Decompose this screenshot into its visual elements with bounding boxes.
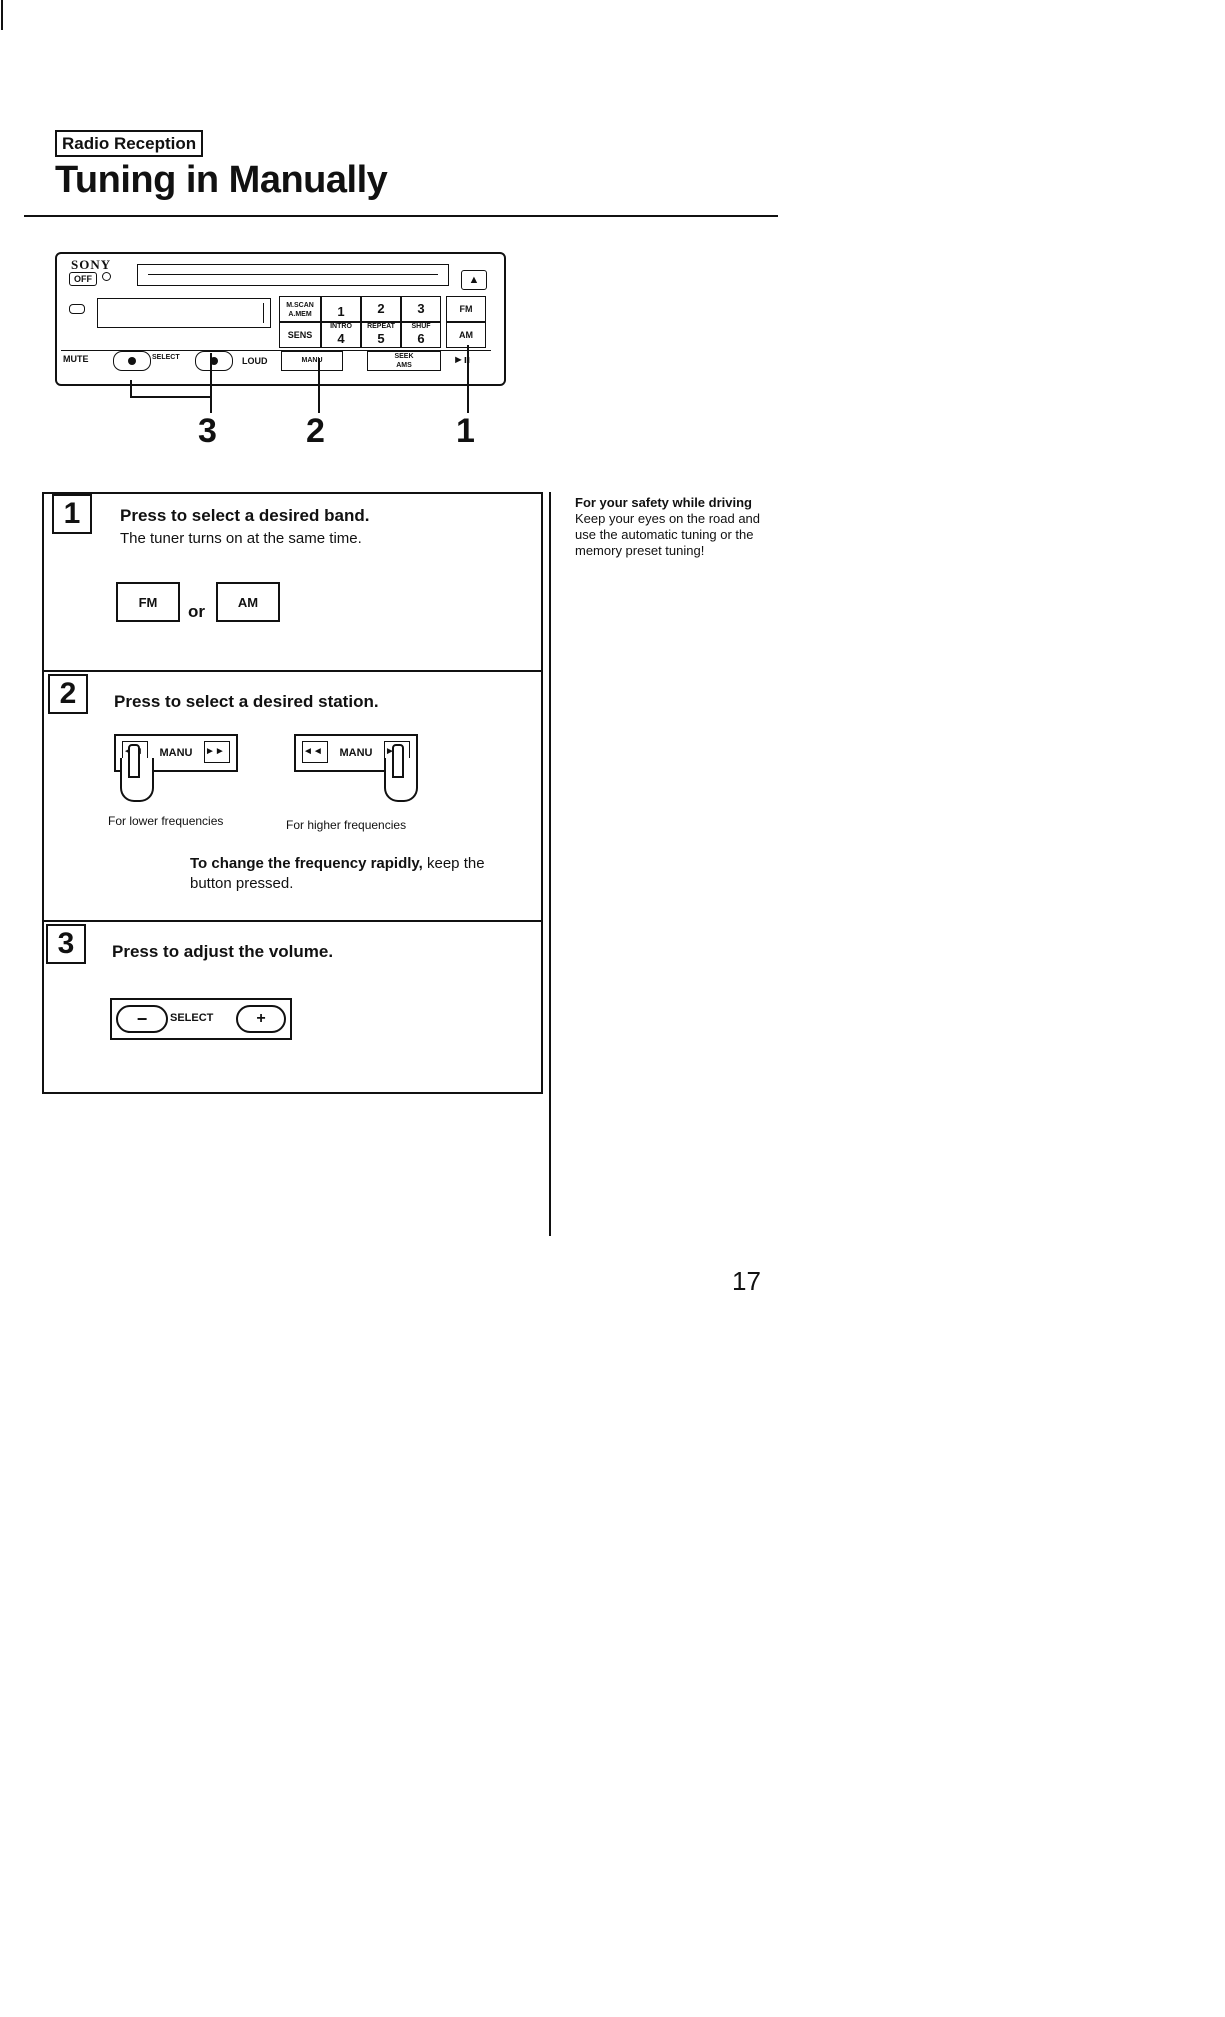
safety-note-text: Keep your eyes on the road and use the a… [575, 511, 761, 558]
mute-label: MUTE [63, 354, 89, 364]
section-tag: Radio Reception [55, 130, 204, 157]
volume-plus-icon: + [236, 1005, 286, 1033]
step-1-number: 1 [52, 494, 92, 534]
cassette-slot [137, 264, 449, 286]
loud-label: LOUD [242, 356, 268, 366]
step-divider [44, 670, 541, 672]
manu-label: MANU [159, 747, 193, 759]
car-stereo-illustration: SONY OFF ▲ M.SCAN A.MEM 1 2 3 FM SENS IN… [55, 252, 506, 386]
fm-key: FM [116, 582, 180, 622]
step-1-text: The tuner turns on at the same time. [120, 530, 362, 547]
callout-line-1 [467, 345, 469, 413]
preset-6-button: SHUF 6 [401, 322, 441, 348]
shuf-label: SHUF [411, 323, 431, 330]
steps-box: 1 Press to select a desired band. The tu… [42, 492, 543, 1094]
select-label: SELECT [152, 354, 180, 361]
control-row [61, 350, 491, 377]
am-key: AM [216, 582, 280, 622]
callout-number-2: 2 [306, 412, 325, 450]
knob-dot [210, 357, 218, 365]
caption-higher: For higher frequencies [286, 818, 407, 832]
callout-number-3: 3 [198, 412, 217, 450]
preset-1-button: 1 [321, 296, 361, 322]
callout-line-2 [318, 358, 320, 413]
or-word: or [188, 602, 205, 621]
fm-button: FM [446, 296, 486, 322]
am-button: AM [446, 322, 486, 348]
brand-logo: SONY [71, 257, 112, 272]
title-rule [24, 215, 778, 217]
manu-rocker: MANU [281, 351, 343, 371]
caption-lower: For lower frequencies [108, 814, 224, 828]
repeat-label: REPEAT [367, 323, 395, 330]
ams-label: AMS [396, 362, 412, 369]
step-2: 2 Press to select a desired station. ◄◄ … [44, 672, 541, 920]
callout-joiner-3 [130, 396, 212, 398]
volume-plus-knob [195, 351, 233, 371]
seek-back-icon: ◄◄ [302, 741, 328, 763]
preset-3-button: 3 [401, 296, 441, 322]
play-pause-icon: ►ıı [453, 354, 470, 366]
preset-2-button: 2 [361, 296, 401, 322]
tip-rest: keep the button pressed. [190, 855, 485, 892]
amem-label: A.MEM [288, 311, 312, 318]
mscan-amem-button: M.SCAN A.MEM [279, 296, 321, 322]
step-3: 3 Press to adjust the volume. − SELECT + [44, 922, 541, 1090]
page-title: Tuning in Manually [55, 159, 388, 201]
volume-minus-knob [113, 351, 151, 371]
display-window [97, 298, 271, 328]
safety-note-heading: For your safety while driving [575, 495, 752, 510]
step-2-number: 2 [48, 674, 88, 714]
mscan-label: M.SCAN [286, 302, 314, 309]
side-rule [549, 492, 551, 1236]
callout-line-3 [210, 353, 212, 413]
eject-icon: ▲ [468, 274, 480, 286]
volume-minus-icon: − [116, 1005, 168, 1033]
preset-4-label: 4 [337, 331, 345, 346]
volume-control: − SELECT + [110, 998, 292, 1040]
select-label: SELECT [170, 1012, 214, 1024]
seek-forward-icon: ►► [204, 741, 230, 763]
page-number: 17 [732, 1266, 761, 1296]
callout-number-1: 1 [456, 412, 475, 450]
step-divider [44, 920, 541, 922]
callout-branch-3 [130, 380, 132, 398]
tip-bold: To change the frequency rapidly, [190, 855, 423, 872]
preset-5-button: REPEAT 5 [361, 322, 401, 348]
pointing-finger-icon [128, 744, 140, 778]
manu-label: MANU [339, 747, 373, 759]
step-2-heading: Press to select a desired station. [114, 692, 379, 711]
knob-dot [128, 357, 136, 365]
preset-6-label: 6 [417, 331, 425, 346]
seek-label: SEEK [394, 353, 414, 360]
step-1-heading: Press to select a desired band. [120, 506, 370, 525]
intro-label: INTRO [330, 323, 352, 330]
rapid-tuning-tip: To change the frequency rapidly, keep th… [190, 854, 510, 894]
step-3-number: 3 [46, 924, 86, 964]
eject-button: ▲ [461, 270, 487, 290]
off-button: OFF [69, 272, 97, 286]
indicator-light [102, 272, 111, 281]
pointing-finger-icon [392, 744, 404, 778]
sens-button: SENS [279, 322, 321, 348]
step-3-heading: Press to adjust the volume. [112, 942, 334, 961]
source-indicator [69, 304, 85, 314]
step-1: 1 Press to select a desired band. The tu… [44, 494, 541, 670]
page-edge-mark [1, 0, 3, 30]
preset-4-button: INTRO 4 [321, 322, 361, 348]
seek-ams-rocker: SEEK AMS [367, 351, 441, 371]
preset-5-label: 5 [377, 331, 385, 346]
